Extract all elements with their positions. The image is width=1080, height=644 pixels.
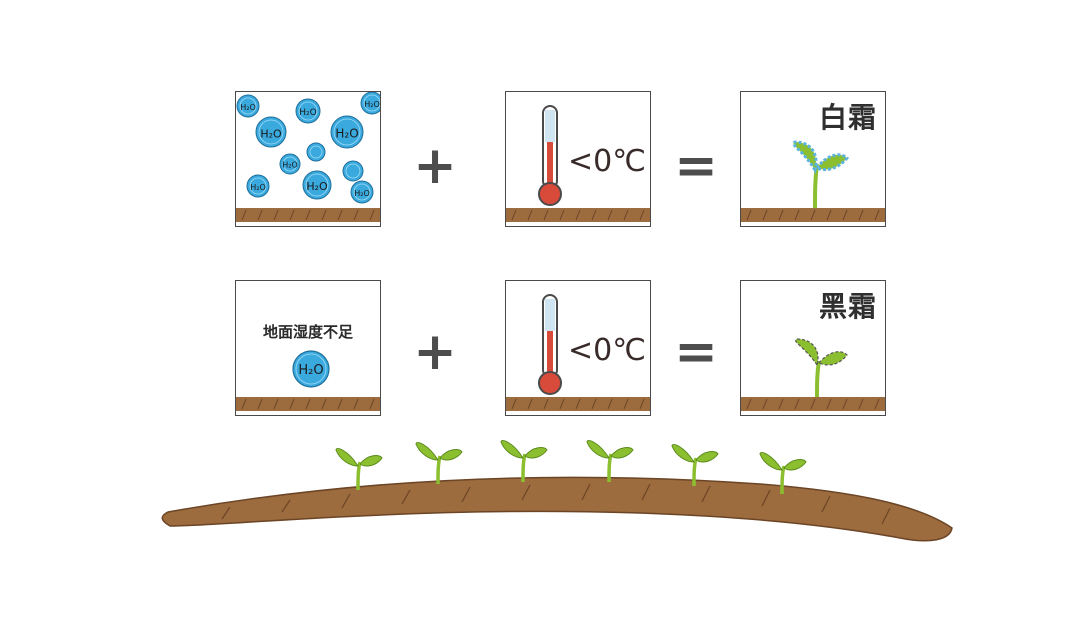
single-water-bubble: H₂O — [292, 350, 330, 388]
soil-texture — [221, 483, 891, 525]
seedling-icon — [335, 448, 383, 491]
water-vapor-panel: H₂O H₂O H₂O H₂O H₂O H₂O H₂O H₂O H₂O — [235, 91, 381, 227]
plus-sign: + — [413, 322, 457, 382]
water-bubbles: H₂O H₂O H₂O H₂O H₂O H₂O H₂O H₂O H₂O — [236, 92, 380, 204]
curved-soil — [161, 476, 953, 542]
thermometer-icon — [538, 294, 562, 395]
equals-sign: = — [674, 136, 718, 196]
thermometer-icon — [538, 105, 562, 206]
seedling-icon — [586, 440, 634, 483]
low-humidity-label: 地面湿度不足 — [262, 323, 353, 341]
seedling-icon — [415, 442, 463, 485]
white-frost-label: 白霜 — [818, 101, 877, 134]
bubble-highlight — [298, 101, 318, 121]
ground-strip — [506, 397, 650, 411]
bubble-highlight — [363, 94, 380, 112]
bubble-label: H₂O — [299, 108, 316, 118]
equals-sign: = — [674, 322, 718, 382]
low-humidity-panel: 地面湿度不足 H₂O — [235, 280, 381, 416]
bubble-label: H₂O — [260, 127, 282, 140]
bubble-label: H₂O — [354, 189, 370, 198]
bubble-highlight — [258, 119, 284, 145]
bubble-label: H₂O — [306, 180, 328, 193]
black-frost-panel: 黑霜 — [740, 280, 886, 416]
bubble-highlight — [282, 156, 298, 172]
bubble-highlight — [309, 145, 323, 159]
bubble-highlight — [333, 118, 361, 146]
water-bubble — [330, 115, 364, 149]
seedling-icon — [671, 444, 719, 487]
temperature-label: <0℃ — [568, 333, 646, 368]
plus-sign: + — [413, 136, 457, 196]
bubble-highlight — [353, 183, 371, 201]
water-bubble — [255, 116, 287, 148]
temperature-panel: <0℃ — [505, 280, 651, 416]
damaged-seedling-icon — [795, 338, 848, 398]
bubble-label: H₂O — [364, 100, 380, 109]
ground-strip — [236, 204, 380, 226]
water-bubble — [302, 170, 332, 200]
white-frost-panel: 白霜 — [740, 91, 886, 227]
bubble-highlight — [239, 97, 257, 115]
black-frost-label: 黑霜 — [818, 290, 877, 323]
bubble-highlight — [249, 177, 267, 195]
bubble-highlight — [345, 163, 361, 179]
ground-strip — [506, 208, 650, 222]
seedling-icon — [500, 440, 548, 483]
water-bubble — [295, 98, 321, 124]
bubble-label: H₂O — [240, 103, 256, 112]
ground-strip — [236, 397, 380, 411]
bubble-label: H₂O — [335, 127, 358, 141]
ground-strip — [741, 397, 885, 411]
temperature-panel: <0℃ — [505, 91, 651, 227]
bubble-label: H₂O — [282, 161, 298, 170]
bubble-label: H₂O — [298, 363, 323, 378]
ground-strip — [741, 208, 885, 222]
seedling-icon — [759, 452, 807, 495]
temperature-label: <0℃ — [568, 144, 646, 179]
frosted-seedling-icon — [792, 140, 850, 211]
bubble-highlight — [305, 173, 329, 197]
bubble-label: H₂O — [250, 183, 266, 192]
